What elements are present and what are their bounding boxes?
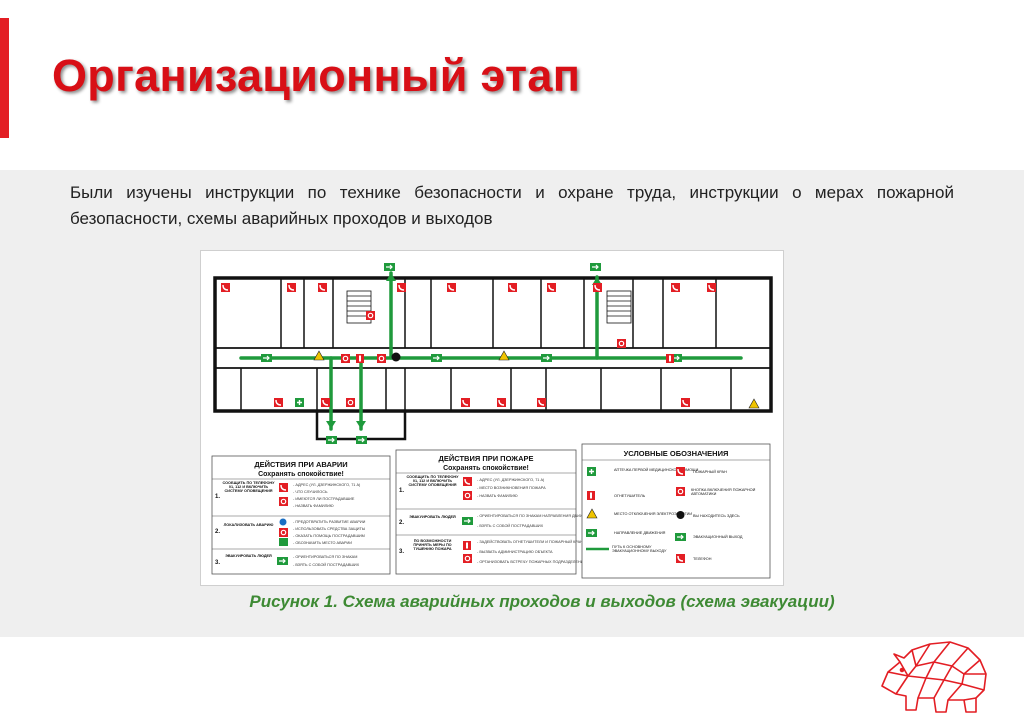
- accident-note: - ИМЕЮТСЯ ЛИ ПОСТРАДАВШИЕ: [293, 497, 355, 501]
- fire-note: - МЕСТО ВОЗНИКНОВЕНИЯ ПОЖАРА: [477, 486, 546, 490]
- accent-bar: [0, 18, 9, 138]
- legend-label: НАПРАВЛЕНИЕ ДВИЖЕНИЯ: [614, 531, 666, 535]
- accident-step-action: ЛОКАЛИЗОВАТЬ АВАРИЮ: [223, 523, 274, 527]
- fire-step-action: ПО ВОЗМОЖНОСТИ ПРИНЯТЬ МЕРЫ ПО ТУШЕНИЮ П…: [413, 539, 452, 551]
- accident-step-action: ЭВАКУИРОВАТЬ ЛЮДЕЙ: [225, 554, 272, 558]
- fire-actions-panel: ДЕЙСТВИЯ ПРИ ПОЖАРЕ Сохранять спокойстви…: [395, 449, 594, 575]
- legend-label: КНОПКА ВКЛЮЧЕНИЯ ПОЖАРНОЙ АВТОМАТИКИ: [691, 488, 756, 496]
- accident-note: - АДРЕС (УЛ. ДЗЕРЖИНСКОГО, 71 А): [293, 483, 361, 487]
- accident-note: - НАЗВАТЬ ФАМИЛИЮ: [293, 504, 334, 508]
- accident-step-number: 2.: [215, 529, 220, 535]
- fire-button-icon: [675, 486, 686, 497]
- direction-icon: [585, 528, 598, 538]
- legend-label: ВЫ НАХОДИТЕСЬ ЗДЕСЬ: [693, 514, 740, 518]
- extinguisher-icon: [587, 491, 595, 500]
- accident-note: - ОРИЕНТИРОВАТЬСЯ ПО ЗНАКАМ: [293, 555, 357, 559]
- evacuation-route: [239, 271, 743, 431]
- intro-text: Были изучены инструкции по технике безоп…: [70, 183, 954, 228]
- accident-note: - ОБОЗНАЧИТЬ МЕСТО АВАРИИ: [293, 541, 352, 545]
- fire-step-number: 1.: [399, 488, 404, 494]
- accident-note: - ИСПОЛЬЗОВАТЬ СРЕДСТВА ЗАЩИТЫ: [293, 527, 366, 531]
- fire-note: - НАЗВАТЬ ФАМИЛИЮ: [477, 494, 518, 498]
- accident-title: ДЕЙСТВИЯ ПРИ АВАРИИ: [254, 460, 347, 469]
- fire-subtitle: Сохранять спокойствие!: [443, 464, 529, 472]
- you-are-here-icon: [676, 511, 685, 519]
- plan-symbols: [220, 262, 760, 445]
- fire-note: - ЗАДЕЙСТВОВАТЬ ОГНЕТУШИТЕЛИ И ПОЖАРНЫЙ …: [477, 540, 583, 544]
- evacuation-plan-figure: ДЕЙСТВИЯ ПРИ АВАРИИ Сохранять спокойстви…: [200, 250, 784, 586]
- accident-note: - ОКАЗАТЬ ПОМОЩЬ ПОСТРАДАВШИМ: [293, 534, 365, 538]
- fire-step-number: 2.: [399, 520, 404, 526]
- fire-note: - ВЫЗВАТЬ АДМИНИСТРАЦИЮ ОБЪЕКТА: [477, 550, 553, 554]
- fire-title: ДЕЙСТВИЯ ПРИ ПОЖАРЕ: [438, 454, 533, 463]
- accident-note: - ВЗЯТЬ С СОБОЙ ПОСТРАДАВШИХ: [293, 563, 360, 567]
- legend-panel: УСЛОВНЫЕ ОБОЗНАЧЕНИЯ АПТЕЧКА ПЕРВОЙ МЕДИ…: [581, 443, 771, 579]
- fire-step-action: ЭВАКУИРОВАТЬ ЛЮДЕЙ: [409, 515, 456, 519]
- fire-step-number: 3.: [399, 549, 404, 555]
- legend-label: ЭВАКУАЦИОННЫЙ ВЫХОД: [693, 535, 743, 539]
- fire-step-action: СООБЩИТЬ ПО ТЕЛЕФОНУ 01, 112 И ВКЛЮЧИТЬ …: [406, 475, 459, 487]
- accident-step-number: 3.: [215, 560, 220, 566]
- rhino-logo-icon: [876, 632, 996, 718]
- figure-caption: Рисунок 1. Схема аварийных проходов и вы…: [249, 592, 835, 611]
- accident-note: - ПРЕДОТВРАТИТЬ РАЗВИТИЕ АВАРИИ: [293, 520, 366, 524]
- accident-step-number: 1.: [215, 494, 220, 500]
- legend-label: ТЕЛЕФОН: [693, 557, 712, 561]
- legend-label: ПУТЬ К ОСНОВНОМУ ЭВАКУАЦИОННОМУ ВЫХОДУ: [612, 545, 667, 553]
- slide-title: Организационный этап: [52, 50, 581, 101]
- accident-actions-panel: ДЕЙСТВИЯ ПРИ АВАРИИ Сохранять спокойстви…: [211, 455, 391, 575]
- exit-sign-icon: [674, 532, 687, 542]
- legend-label: МЕСТО ОТКЛЮЧЕНИЯ ЭЛЕКТРОЭНЕРГИИ: [614, 512, 692, 516]
- accident-step-action: СООБЩИТЬ ПО ТЕЛЕФОНУ 01, 112 И ВКЛЮЧИТЬ …: [222, 481, 275, 493]
- legend-title: УСЛОВНЫЕ ОБОЗНАЧЕНИЯ: [624, 449, 729, 458]
- fire-note: - ВЗЯТЬ С СОБОЙ ПОСТРАДАВШИХ: [477, 524, 544, 528]
- fire-note: - ОРГАНИЗОВАТЬ ВСТРЕЧУ ПОЖАРНЫХ ПОДРАЗДЕ…: [477, 560, 586, 564]
- accident-subtitle: Сохранять спокойствие!: [258, 470, 344, 478]
- fire-note: - ОРИЕНТИРОВАТЬСЯ ПО ЗНАКАМ НАПРАВЛЕНИЯ …: [477, 514, 594, 518]
- legend-label: АПТЕЧКА ПЕРВОЙ МЕДИЦИНСКОЙ ПОМОЩИ: [614, 468, 699, 472]
- legend-label: ОГНЕТУШИТЕЛЬ: [614, 494, 646, 498]
- fire-hydrant-icon: [675, 466, 686, 477]
- fire-note: - АДРЕС (УЛ. ДЗЕРЖИНСКОГО, 71 А): [477, 478, 545, 482]
- accident-note: - ЧТО СЛУЧИЛОСЬ: [293, 490, 328, 494]
- legend-label: ПОЖАРНЫЙ КРАН: [693, 470, 727, 474]
- phone-icon: [675, 553, 686, 564]
